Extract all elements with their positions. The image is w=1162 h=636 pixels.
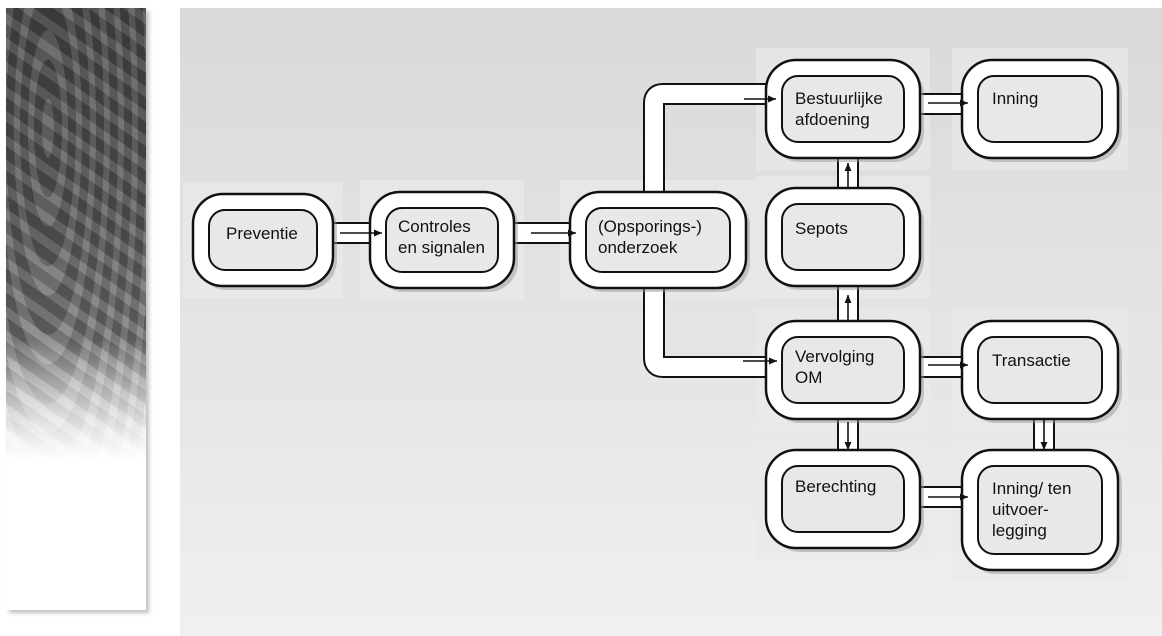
node-bestuurlijke [764,58,924,162]
arrow-preventie-controles [340,229,382,237]
label-inning-bottom-line-3: legging [992,521,1047,540]
arrow-vervolging-sepots [844,295,852,320]
arrow-sepots-bestuurlijke [844,163,852,188]
node-transactie [960,319,1122,423]
label-controles-line-1: Controles [398,217,471,236]
arrow-vervolging-transactie [928,361,968,369]
label-opsporing-line-1: (Opsporings-) [598,217,702,236]
arrows [340,95,1048,501]
node-inning-bottom [960,448,1122,574]
label-controles-line-2: en signalen [398,238,485,257]
label-bestuurlijke-line-1: Bestuurlijke [795,89,883,108]
label-inning-bottom-line-2: uitvoer- [992,500,1049,519]
label-vervolging-line-2: OM [795,368,822,387]
node-preventie [191,192,337,290]
node-inning-top [960,58,1122,162]
node-vervolging [764,319,924,423]
arrow-berechting-inning [928,493,968,501]
node-controles [368,190,518,292]
arrow-vervolging-berechting [844,422,852,450]
arrow-opsporing-bestuurlijke [744,95,776,103]
node-rings [191,58,1122,574]
node-berechting [764,448,924,552]
link-opsporing-vervolging [645,280,784,376]
node-opsporing [568,190,750,292]
arrow-bestuurlijke-inning [928,99,968,107]
label-sepots-line-1: Sepots [795,219,848,238]
label-inning-bottom-line-1: Inning/ ten [992,479,1071,498]
arrow-controles-opsporing [531,229,576,237]
label-vervolging-line-1: Vervolging [795,347,874,366]
link-opsporing-bestuurlijke [645,85,784,200]
label-preventie-line-1: Preventie [226,224,298,243]
node-sepots [764,186,924,290]
label-berechting-line-1: Berechting [795,477,876,496]
label-transactie-line-1: Transactie [992,351,1071,370]
arrow-opsporing-vervolging [743,357,777,365]
arrow-transactie-inning [1040,420,1048,450]
label-inning-top-line-1: Inning [992,89,1038,108]
chain-photo-strip [6,8,146,610]
label-opsporing-line-2: onderzoek [598,238,678,257]
node-labels: Preventie Controles en signalen (Opsporings… [226,89,1071,540]
label-bestuurlijke-line-2: afdoening [795,110,870,129]
